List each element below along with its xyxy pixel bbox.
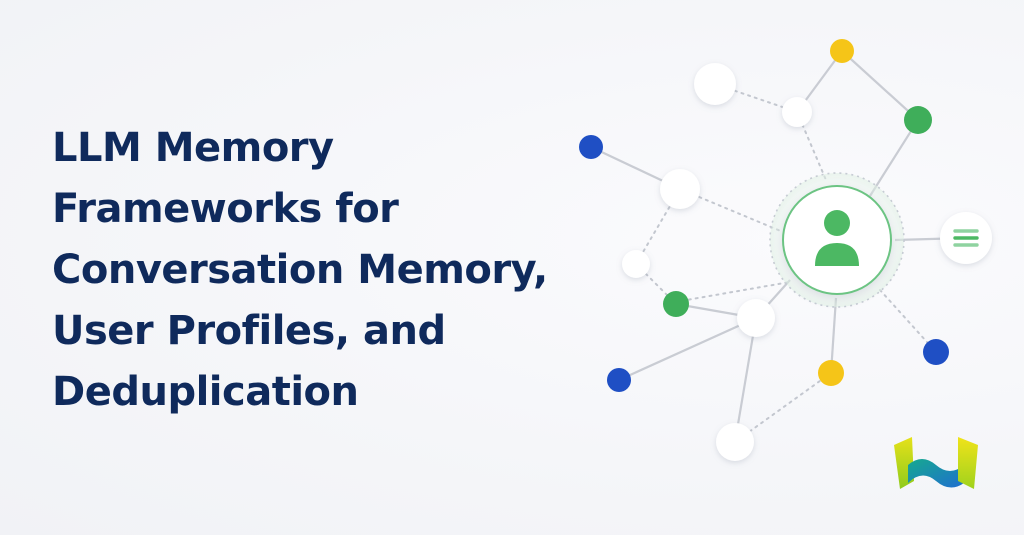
title-line-1: LLM Memory	[52, 125, 334, 171]
edge	[674, 281, 791, 303]
green-node	[904, 106, 932, 134]
title-line-2: Frameworks for	[52, 186, 399, 232]
center-user-node	[782, 185, 892, 295]
edge	[618, 316, 757, 382]
page-title: LLM Memory Frameworks for Conversation M…	[52, 118, 592, 423]
logo-right-stroke	[958, 437, 978, 489]
yellow-node	[830, 39, 854, 63]
menu-lines-icon	[953, 229, 979, 247]
logo-middle-stroke	[908, 459, 964, 488]
blue-node	[923, 339, 949, 365]
green-node	[663, 291, 689, 317]
edge	[679, 188, 784, 233]
white-node	[737, 299, 775, 337]
edge	[733, 317, 758, 443]
white-node	[782, 97, 812, 127]
white-nodes	[622, 63, 812, 461]
yellow-node	[818, 360, 844, 386]
w-brand-logo	[894, 437, 978, 489]
blue-node	[607, 368, 631, 392]
edge	[734, 372, 832, 443]
title-line-5: Deduplication	[52, 369, 359, 415]
blue-node	[579, 135, 603, 159]
white-node	[694, 63, 736, 105]
title-line-3: Conversation Memory,	[52, 247, 548, 293]
solid-edges	[590, 50, 967, 443]
user-avatar-icon	[815, 210, 859, 266]
title-line-4: User Profiles, and	[52, 308, 446, 354]
edge	[841, 50, 919, 121]
white-node	[660, 169, 700, 209]
edge	[879, 289, 937, 353]
white-node	[622, 250, 650, 278]
edge	[869, 119, 919, 197]
edge	[796, 111, 827, 181]
white-node	[716, 423, 754, 461]
